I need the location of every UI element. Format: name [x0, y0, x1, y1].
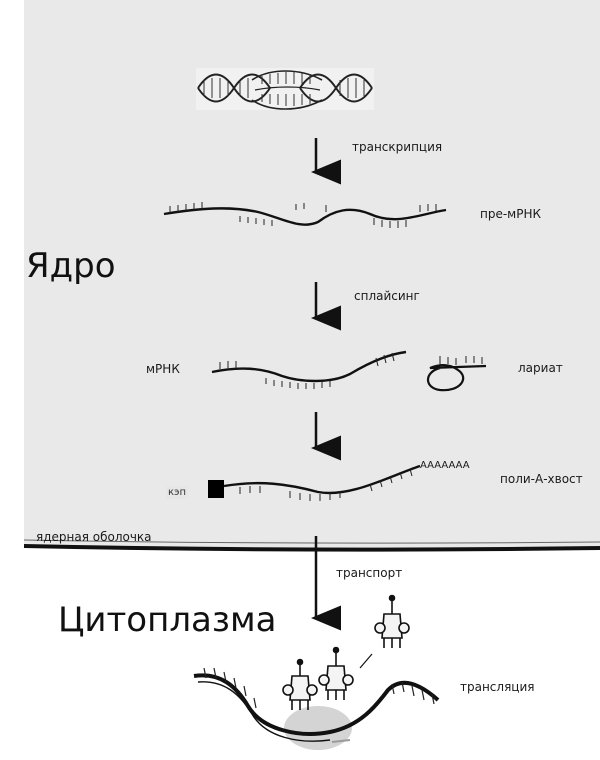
nuclear-envelope-label: ядерная оболочка: [36, 530, 152, 544]
pre-mrna-label: пре-мРНК: [480, 207, 542, 221]
translation-scene: [193, 594, 440, 750]
nuclear-envelope: [23, 544, 600, 552]
mrna-label: мРНК: [146, 362, 180, 376]
pre-mrna-strand: [163, 202, 447, 228]
mature-mrna: [208, 464, 421, 501]
trna-incoming-arrow: [359, 653, 373, 669]
lariat: [426, 356, 487, 392]
cap-square: [208, 480, 224, 498]
lariat-label: лариат: [518, 361, 563, 375]
poly-a-sequence: AAAAAAA: [420, 460, 470, 471]
mrna-strand: [211, 350, 407, 389]
splicing-label: сплайсинг: [354, 289, 420, 303]
nucleus-title: Ядро: [26, 246, 116, 286]
cap-label: кэп: [166, 486, 189, 499]
trna-1: [282, 658, 318, 710]
transport-label: транспорт: [336, 566, 403, 580]
ribosome: [284, 706, 352, 750]
dna-helix: [196, 68, 374, 110]
transcription-label: транскрипция: [352, 140, 443, 154]
trna-2: [318, 646, 354, 700]
poly-a-tail-label: поли-А-хвост: [500, 472, 583, 486]
cytoplasm-title: Цитоплазма: [58, 600, 277, 640]
trna-3-incoming: [374, 594, 410, 648]
translation-label: трансляция: [460, 680, 535, 694]
